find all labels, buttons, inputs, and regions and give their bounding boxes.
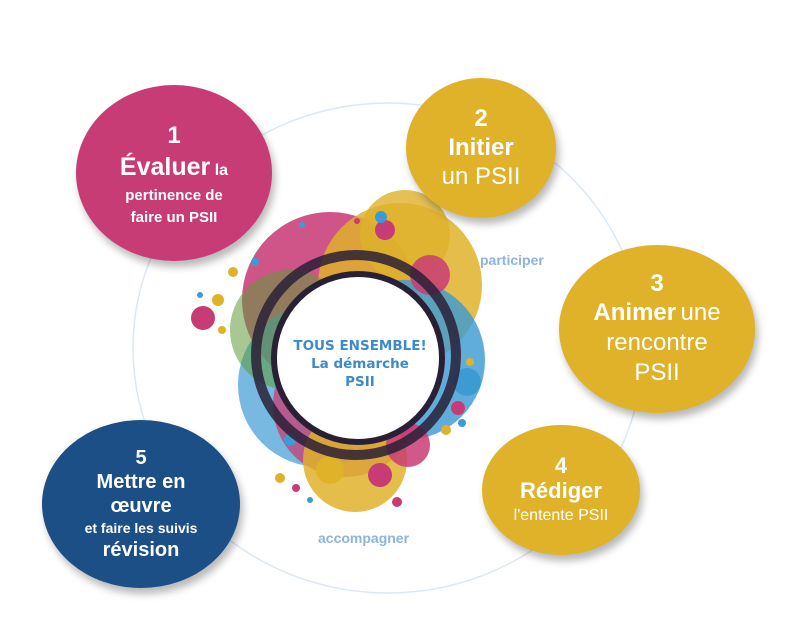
step-line-3: faire un PSII: [130, 209, 218, 226]
arc-label-participer: participer: [480, 252, 544, 268]
splash-dot: [292, 484, 300, 492]
step-number: 2: [474, 105, 488, 132]
step-title-line: Évaluer la: [120, 152, 228, 182]
splash-dot: [212, 294, 224, 306]
splash-dot: [375, 220, 395, 240]
step-line-2: pertinence de: [125, 187, 223, 204]
step-line-2: œuvre: [110, 495, 172, 517]
step-line-4: révision: [102, 539, 180, 561]
step-title: Initier: [448, 134, 514, 161]
step-title-line: Animer une: [593, 298, 720, 328]
step-line-2: l'entente PSII: [513, 507, 609, 524]
step-title: Rédiger: [520, 478, 602, 503]
splash-dot: [392, 497, 402, 507]
splash-dot: [197, 292, 203, 298]
step-line-3: PSII: [634, 359, 680, 386]
splash-dot: [218, 326, 226, 334]
splash-dot: [453, 368, 481, 396]
step-number: 1: [167, 122, 181, 149]
step-line-2: un PSII: [441, 163, 521, 190]
splash-dot: [375, 211, 387, 223]
splash-dot: [307, 497, 313, 503]
step-line-3: et faire les suivis: [84, 520, 198, 536]
splash-dot: [368, 463, 392, 487]
step-number: 5: [135, 447, 147, 469]
center-label: TOUS ENSEMBLE! La démarche PSII: [290, 337, 430, 391]
splash-dot: [451, 401, 465, 415]
center-line-3: PSII: [345, 374, 375, 390]
splash-dot: [441, 425, 451, 435]
step-line-2: rencontre: [606, 329, 708, 356]
step-title: Animer: [593, 299, 677, 326]
step-number: 4: [554, 453, 568, 478]
splash-dot: [354, 218, 360, 224]
step-title: Mettre en: [96, 471, 186, 493]
splash-dot: [191, 306, 215, 330]
step-4-rediger: 4 Rédiger l'entente PSII: [482, 425, 640, 555]
splash-dot: [458, 419, 466, 427]
step-title-rest: la: [214, 162, 229, 179]
step-5-mettre-en-oeuvre: 5 Mettre en œuvre et faire les suivis ré…: [42, 420, 240, 588]
center-ring-inner: [271, 271, 445, 445]
step-1-evaluer: 1 Évaluer la pertinence de faire un PSII: [76, 85, 272, 261]
step-number: 3: [650, 270, 664, 297]
step-3-animer: 3 Animer une rencontre PSII: [559, 245, 755, 413]
step-title-rest: une: [680, 299, 721, 326]
center-line-2: La démarche: [311, 356, 409, 372]
step-2-initier: 2 Initier un PSII: [406, 78, 556, 218]
splash-dot: [228, 267, 238, 277]
splash-dot: [466, 358, 474, 366]
splash-dot: [299, 222, 305, 228]
splash-dot: [275, 473, 285, 483]
center-line-1: TOUS ENSEMBLE!: [293, 338, 427, 354]
step-title: Évaluer: [119, 153, 211, 181]
center-ring-outer: [251, 250, 461, 460]
splash-dot: [316, 456, 344, 484]
splash-blob: [410, 255, 450, 295]
arc-label-accompagner: accompagner: [318, 530, 410, 546]
splash-dot: [251, 258, 259, 266]
